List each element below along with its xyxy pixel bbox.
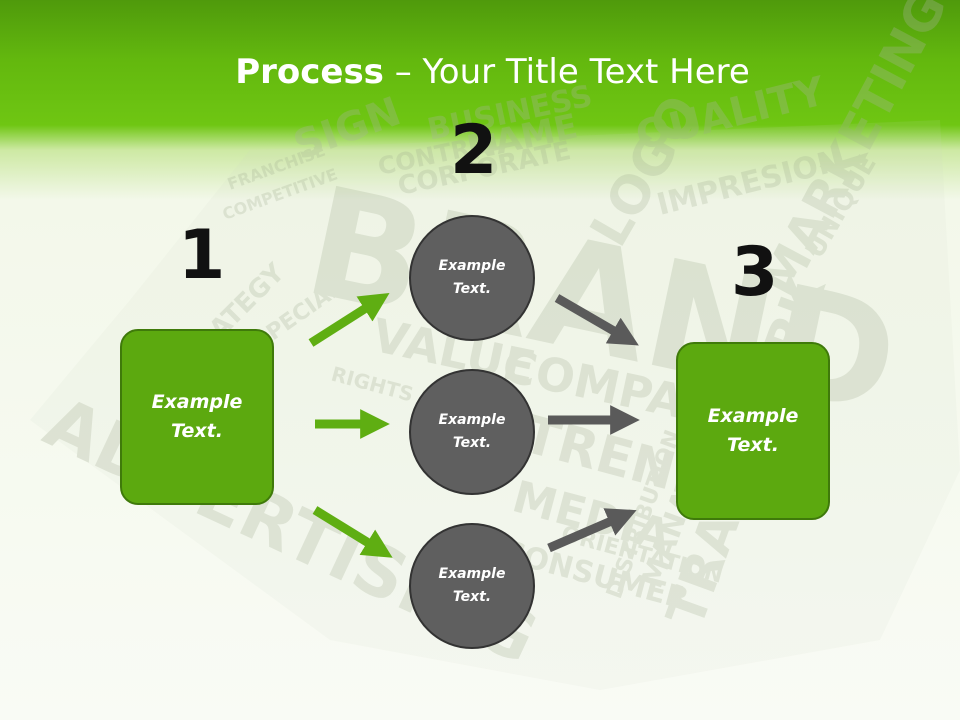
circle-bottom[interactable]: Example Text. bbox=[409, 523, 535, 649]
circle-middle[interactable]: Example Text. bbox=[409, 369, 535, 495]
arrow-left-to-bottom bbox=[312, 506, 393, 558]
arrow-top-to-right bbox=[554, 294, 639, 346]
left-box-label: Example Text. bbox=[151, 391, 243, 442]
circle-bottom-label: Example Text. bbox=[438, 566, 506, 605]
left-process-box[interactable]: Example Text. bbox=[120, 329, 274, 505]
circle-top[interactable]: Example Text. bbox=[409, 215, 535, 341]
step-number-3: 3 bbox=[731, 233, 779, 312]
circle-middle-label: Example Text. bbox=[438, 412, 506, 451]
header-band bbox=[0, 0, 960, 200]
step-number-1: 1 bbox=[178, 216, 226, 295]
arrow-bottom-to-right bbox=[547, 508, 637, 553]
right-box-label: Example Text. bbox=[707, 405, 799, 456]
title-bold: Process bbox=[235, 52, 384, 92]
circle-top-label: Example Text. bbox=[438, 258, 506, 297]
arrow-left-to-top bbox=[308, 293, 390, 347]
title-rest: – Your Title Text Here bbox=[383, 52, 750, 92]
slide-title: Process – Your Title Text Here bbox=[0, 52, 960, 92]
right-process-box[interactable]: Example Text. bbox=[676, 342, 830, 520]
step-number-2: 2 bbox=[450, 111, 498, 190]
